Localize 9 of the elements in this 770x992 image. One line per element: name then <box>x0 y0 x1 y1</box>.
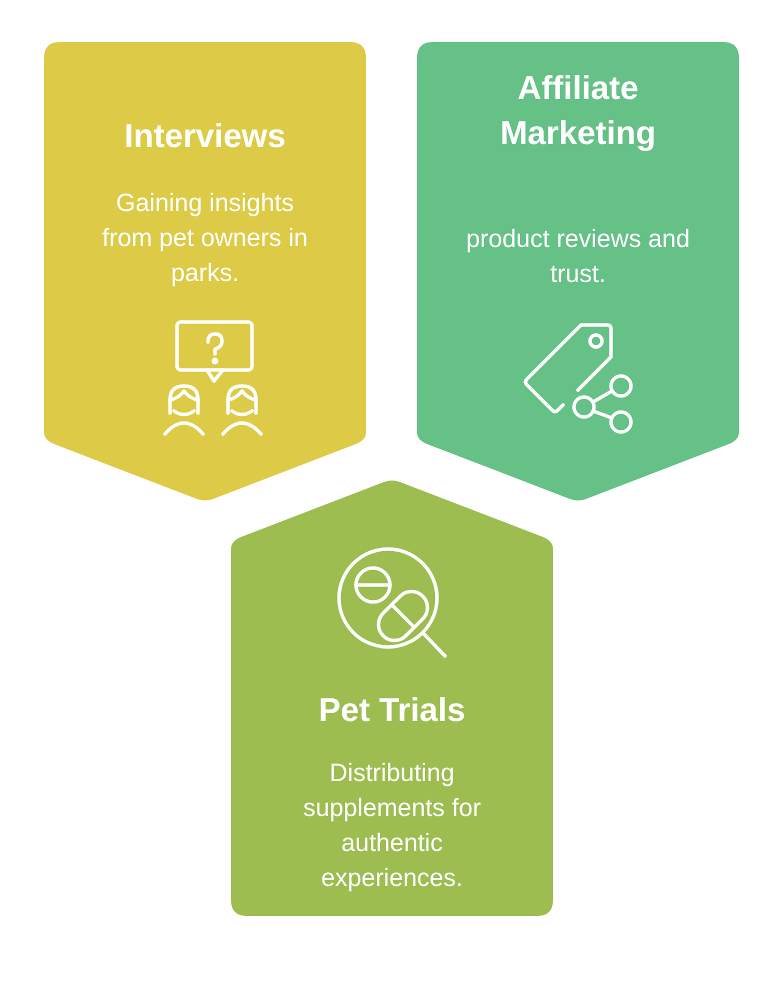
pentagon-card <box>44 42 366 502</box>
card-description: Gaining insights from pet owners in parks. <box>101 188 309 289</box>
card-title: Affiliate Marketing <box>499 68 657 153</box>
card-title: Pet Trials <box>318 690 466 730</box>
card-title: Interviews <box>124 116 286 156</box>
pentagon-card <box>417 42 739 502</box>
card-description: product reviews and trust. <box>465 224 691 290</box>
card-description: Distributing supplements for authentic experiences. <box>302 758 482 894</box>
pentagon-card <box>231 479 553 916</box>
